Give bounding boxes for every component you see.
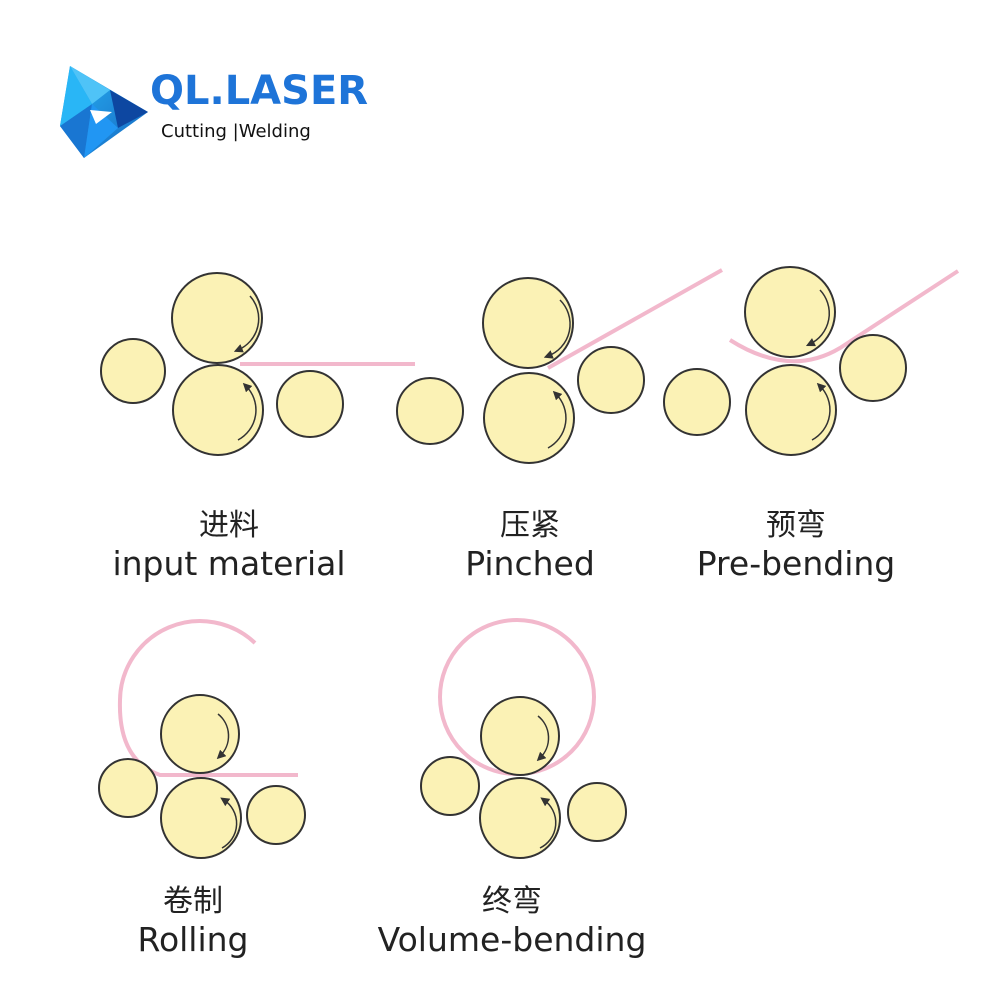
- rotation-arrow: [237, 382, 257, 441]
- right-roller: [246, 785, 306, 845]
- right-roller: [839, 334, 907, 402]
- stage-pinched-figure: [396, 268, 723, 464]
- right-roller: [567, 782, 627, 842]
- top-roller: [160, 694, 240, 774]
- bottom-roller: [745, 364, 837, 456]
- rotation-arrow: [220, 797, 238, 849]
- stage-label-cn: 终弯: [481, 884, 542, 919]
- top-roller: [171, 272, 263, 364]
- stage-pre-bending-figure: [663, 266, 960, 456]
- stage-label-pre-bending: 预弯 Pre-bending: [697, 500, 896, 583]
- stage-label-en: Pinched: [465, 544, 595, 583]
- right-roller: [577, 346, 645, 414]
- stage-label-cn: 进料: [199, 508, 259, 543]
- rotation-arrow: [811, 382, 831, 441]
- rotation-arrow: [547, 390, 567, 449]
- stage-label-cn: 预弯: [765, 508, 826, 543]
- bottom-roller: [172, 364, 264, 456]
- bottom-roller: [483, 372, 575, 464]
- stage-volume-bending-figure: [420, 618, 627, 859]
- brand-tagline: Cutting |Welding: [161, 121, 311, 142]
- rotation-arrow: [543, 299, 571, 359]
- stage-label-en: input material: [112, 544, 346, 583]
- stage-label-cn: 卷制: [162, 884, 223, 919]
- stage-label-pinched: 压紧 Pinched: [465, 500, 595, 583]
- material-sheet: [728, 269, 960, 364]
- top-roller: [744, 266, 836, 358]
- left-roller: [663, 368, 731, 436]
- rotation-arrow: [233, 295, 260, 353]
- top-roller: [480, 696, 560, 776]
- bottom-roller: [479, 777, 561, 859]
- stage-input-material-figure: [100, 272, 415, 456]
- left-roller: [100, 338, 166, 404]
- right-roller: [276, 370, 344, 438]
- top-roller: [482, 277, 574, 369]
- stage-rolling-figure: [98, 619, 306, 859]
- stage-label-cn: 压紧: [499, 508, 560, 543]
- stage-label-en: Volume-bending: [377, 920, 647, 959]
- material-sheet: [117, 619, 298, 777]
- rotation-arrow: [216, 713, 230, 760]
- bottom-roller: [160, 777, 242, 859]
- material-sheet: [547, 268, 723, 370]
- stage-label-volume-bending: 终弯 Volume-bending: [378, 876, 647, 959]
- left-roller: [98, 758, 158, 818]
- stage-label-rolling: 卷制 Rolling: [137, 876, 248, 959]
- stage-label-en: Rolling: [137, 920, 249, 959]
- left-roller: [396, 377, 464, 445]
- stage-label-en: Pre-bending: [696, 544, 896, 583]
- brand-name: QL.LASER: [150, 68, 369, 114]
- brand-logo-icon: [60, 66, 148, 158]
- rotation-arrow: [805, 289, 830, 347]
- left-roller: [420, 756, 480, 816]
- rotation-arrow: [536, 715, 550, 762]
- stage-label-input-material: 进料 input material: [112, 500, 345, 583]
- rotation-arrow: [539, 797, 557, 849]
